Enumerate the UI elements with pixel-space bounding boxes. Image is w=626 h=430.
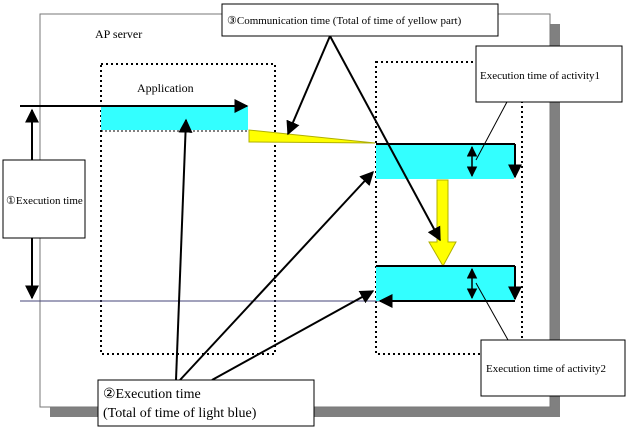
- communication-wedge: [248, 129, 376, 144]
- execution-pointer-to-activity2: [211, 290, 375, 381]
- application-label: Application: [137, 81, 194, 95]
- execution-pointer-to-application: [175, 118, 193, 381]
- application-box: [100, 63, 276, 355]
- server-label: AP server: [95, 27, 142, 41]
- communication-callout-box: [221, 3, 499, 37]
- activity-box: [375, 61, 523, 355]
- communication-callout-text: ③Communication time (Total of time of ye…: [227, 15, 462, 27]
- execution-time-callout-box: [2, 159, 86, 239]
- execution-total-callout-line1: ②Execution time: [103, 387, 201, 402]
- communication-pointer-to-down-arrow: [329, 35, 441, 242]
- execution-total-callout-box: [97, 379, 315, 427]
- activity1-execution-bar: [376, 144, 514, 179]
- activity2-callout-text: Execution time of activity2: [486, 363, 606, 375]
- execution-pointer-to-activity1: [179, 170, 374, 381]
- activity1-callout-line: [475, 99, 509, 161]
- activity2-callout-line: [475, 282, 509, 341]
- activity2-execution-bar: [376, 266, 514, 301]
- communication-down-arrow: [428, 179, 457, 268]
- communication-pointer-to-wedge: [286, 35, 331, 136]
- activity2-callout-box: [480, 339, 626, 397]
- activity1-callout-text: Execution time of activity1: [480, 70, 600, 82]
- execution-total-callout-line2: (Total of time of light blue): [103, 406, 257, 421]
- activity1-callout-box: [475, 45, 623, 103]
- application-execution-bar: [101, 106, 248, 130]
- server-box: [39, 13, 551, 408]
- execution-time-callout-text: ①Execution time: [6, 195, 83, 207]
